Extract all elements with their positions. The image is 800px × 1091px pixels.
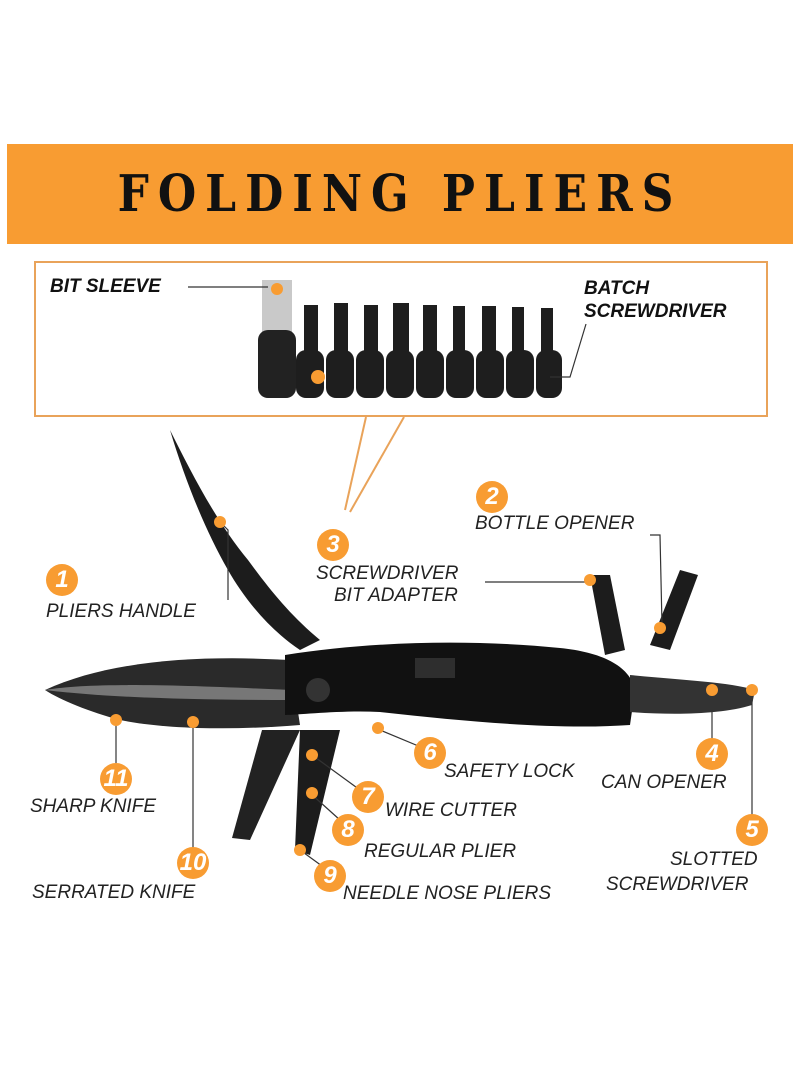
bottle-opener-label: BOTTLE OPENER — [475, 513, 635, 534]
callout-number-8: 8 — [332, 814, 364, 846]
batch-screwdriver-label-2: SCREWDRIVER — [584, 301, 727, 322]
safety-lock-label: SAFETY LOCK — [444, 761, 575, 782]
page-title: FOLDING PLIERS — [117, 164, 683, 224]
title-banner: FOLDING PLIERS — [7, 144, 793, 244]
callout-number-7: 7 — [352, 781, 384, 813]
needle-nose-pliers-label: NEEDLE NOSE PLIERS — [343, 883, 552, 904]
callout-number-9: 9 — [314, 860, 346, 892]
screwdriver-bit-adapter-label-1: SCREWDRIVER — [316, 563, 459, 584]
callout-number-5: 5 — [736, 814, 768, 846]
slotted-screwdriver-label-2: SCREWDRIVER — [606, 874, 749, 895]
wire-cutter-label: WIRE CUTTER — [385, 800, 517, 821]
can-opener-label: CAN OPENER — [601, 772, 727, 793]
callout-number-11: 11 — [100, 763, 132, 795]
bit-set-image — [188, 280, 587, 398]
sharp-knife-label: SHARP KNIFE — [30, 796, 156, 817]
regular-plier-label: REGULAR PLIER — [364, 841, 517, 862]
callout-number-3: 3 — [317, 529, 349, 561]
screwdriver-bit-adapter-label-2: BIT ADAPTER — [334, 585, 458, 606]
serrated-knife-label: SERRATED KNIFE — [32, 882, 196, 903]
bit-sleeve-label: BIT SLEEVE — [50, 276, 161, 297]
bit-set-inset — [34, 261, 768, 417]
callout-number-10: 10 — [177, 847, 209, 879]
batch-screwdriver-label-1: BATCH — [584, 278, 650, 299]
pliers-handle-label: PLIERS HANDLE — [46, 601, 196, 622]
callout-number-6: 6 — [414, 737, 446, 769]
callout-number-4: 4 — [696, 738, 728, 770]
slotted-screwdriver-label-1: SLOTTED — [670, 849, 758, 870]
callout-number-1: 1 — [46, 564, 78, 596]
callout-number-2: 2 — [476, 481, 508, 513]
